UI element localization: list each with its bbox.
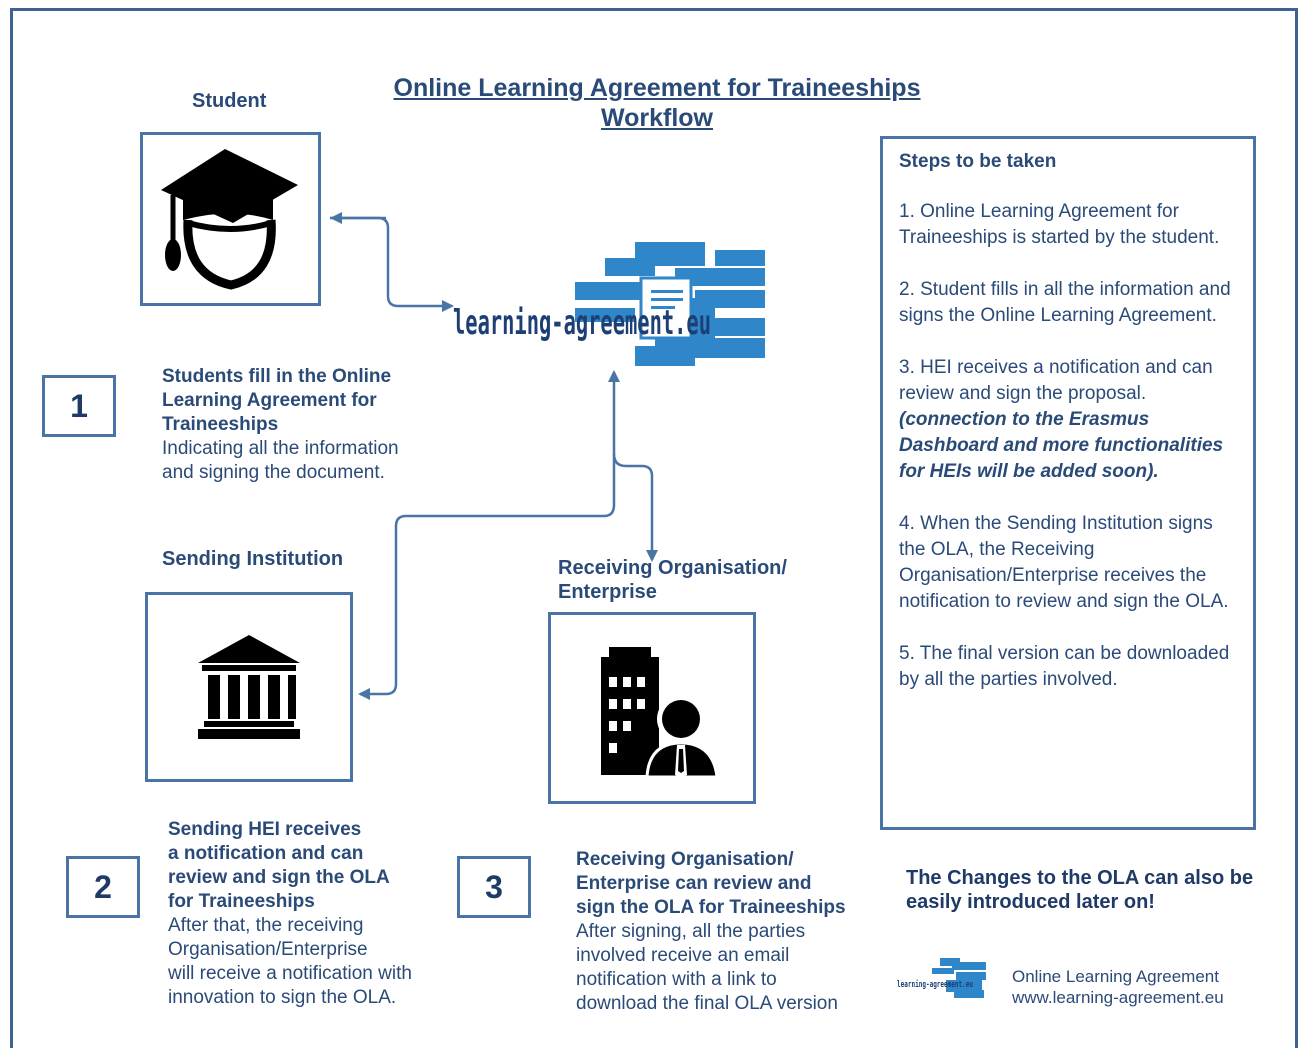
step-3-note: (connection to the Erasmus Dashboard and…	[899, 409, 1224, 482]
step-1-text: 1. Online Learning Agreement for Trainee…	[899, 201, 1220, 248]
step-5-text: 5. The final version can be downloaded b…	[899, 643, 1230, 690]
stage-2-bold-line: for Traineeships	[168, 891, 315, 912]
stage-2-plain-line: will receive a notification with	[168, 963, 412, 984]
step-number-3: 3	[457, 856, 531, 918]
steps-panel: Steps to be taken 1. Online Learning Agr…	[880, 136, 1256, 830]
stage-2-bold-line: review and sign the OLA	[168, 867, 390, 888]
student-icon-box	[140, 132, 321, 306]
institution-building-icon	[198, 635, 300, 739]
learning-agreement-logo: learning-agreement.eu	[453, 242, 765, 366]
receiving-icon-box	[548, 612, 756, 804]
sending-icon-box	[145, 592, 353, 782]
stage-1-bold-line: Learning Agreement for	[162, 390, 377, 411]
graduate-icon	[161, 149, 298, 290]
step-number-1: 1	[42, 375, 116, 437]
diagram-subtitle: Workflow	[600, 104, 714, 132]
stage-3-bold-line: Enterprise can review and	[576, 873, 812, 894]
logo-text: learning-agreement.eu	[453, 303, 711, 343]
stage-1-bold-line: Students fill in the Online	[162, 366, 392, 387]
stage-1-plain-line: and signing the document.	[162, 462, 385, 483]
stage-2-plain-line: Organisation/Enterprise	[168, 939, 368, 960]
enterprise-building-icon	[601, 647, 719, 779]
stage-3-description: Receiving Organisation/ Enterprise can r…	[576, 848, 846, 1016]
footer-logo-text: learning-agreement.eu	[897, 979, 973, 990]
sending-institution-label: Sending Institution	[162, 548, 344, 570]
stage-2-plain-line: innovation to sign the OLA.	[168, 987, 397, 1008]
step-3-block: 3. HEI receives a notification and can r…	[899, 355, 1239, 485]
footer-logo: learning-agreement.eu	[897, 958, 986, 998]
step-2-text: 2. Student fills in all the information …	[899, 279, 1231, 326]
stage-3-plain-line: notification with a link to	[576, 969, 777, 990]
step-4-text: 4. When the Sending Institution signs th…	[899, 513, 1229, 612]
stage-3-plain-line: involved receive an email	[576, 945, 790, 966]
stage-3-bold-line: sign the OLA for Traineeships	[576, 897, 846, 918]
footer-name: Online Learning Agreement	[1012, 967, 1219, 986]
step-3-text: 3. HEI receives a notification and can r…	[899, 357, 1213, 404]
student-label: Student	[192, 90, 267, 112]
receiving-organisation-label: Receiving Organisation/ Enterprise	[558, 557, 787, 603]
diagram-title: Online Learning Agreement for Traineeshi…	[393, 74, 921, 102]
stage-2-plain-line: After that, the receiving	[168, 915, 364, 936]
stage-2-bold-line: Sending HEI receives	[168, 819, 362, 840]
stage-2-description: Sending HEI receives a notification and …	[168, 818, 412, 1010]
stage-1-bold-line: Traineeships	[162, 414, 279, 435]
stage-3-bold-line: Receiving Organisation/	[576, 849, 794, 870]
footer-url: www.learning-agreement.eu	[1012, 988, 1224, 1007]
stage-2-bold-line: a notification and can	[168, 843, 364, 864]
stage-3-plain-line: After signing, all the parties	[576, 921, 806, 942]
step-number-2: 2	[66, 856, 140, 918]
stage-1-plain-line: Indicating all the information	[162, 438, 399, 459]
footer-text: Online Learning Agreement www.learning-a…	[1012, 966, 1224, 1008]
stage-3-plain-line: download the final OLA version	[576, 993, 838, 1014]
stage-1-description: Students fill in the Online Learning Agr…	[162, 365, 399, 485]
changes-note: The Changes to the OLA can also be easil…	[906, 867, 1254, 913]
diagram-frame	[10, 8, 1298, 1048]
steps-heading: Steps to be taken	[899, 151, 1057, 172]
